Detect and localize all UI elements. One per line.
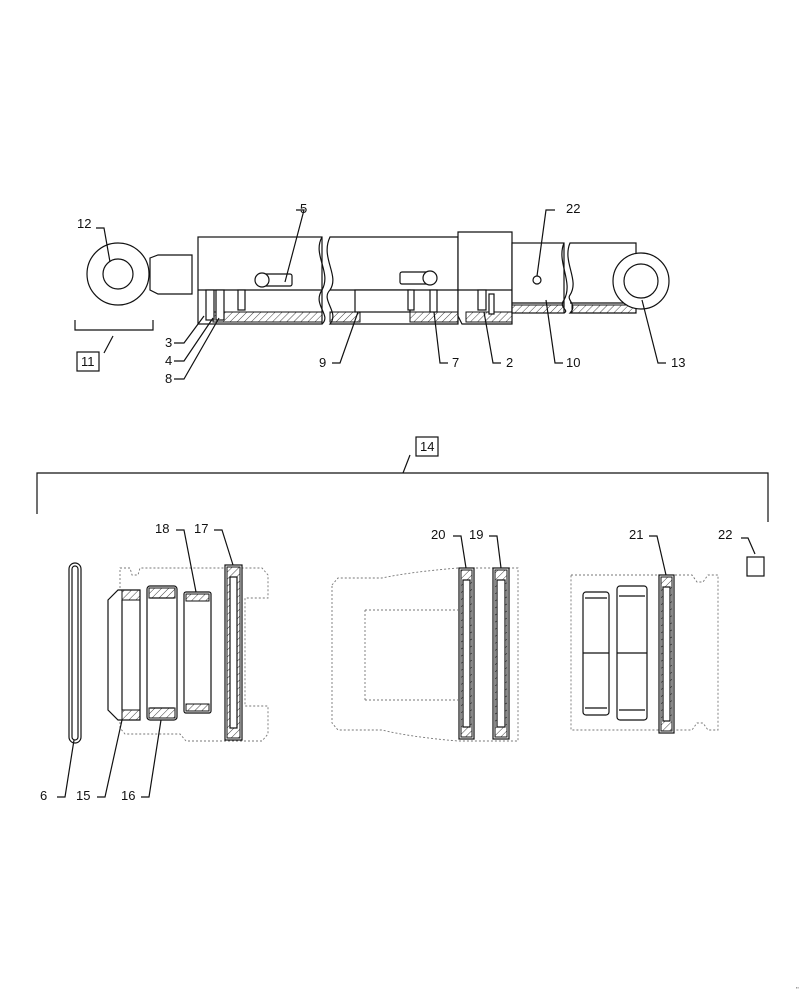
callout-19: 19 <box>469 527 483 542</box>
callout-12: 12 <box>77 216 91 231</box>
ring-17 <box>224 564 243 741</box>
callout-4: 4 <box>165 353 172 368</box>
callout-20: 20 <box>431 527 445 542</box>
part-22-box <box>746 556 765 577</box>
callout-box-11 <box>76 351 100 372</box>
kit-bracket-14: 14 <box>36 436 769 522</box>
ring-19 <box>492 567 510 740</box>
ring-18 <box>183 591 212 714</box>
break-line-2 <box>561 242 568 314</box>
callout-9: 9 <box>319 355 326 370</box>
gland-head <box>457 231 513 325</box>
callout-15: 15 <box>76 788 90 803</box>
callout-2: 2 <box>506 355 513 370</box>
callout-10: 10 <box>566 355 580 370</box>
leaders-bottom <box>57 529 756 798</box>
barrel-left <box>197 236 323 325</box>
callout-7: 7 <box>452 355 459 370</box>
barrel-middle <box>326 236 459 325</box>
callout-5: 5 <box>300 201 307 216</box>
callout-22-top: 22 <box>566 201 580 216</box>
rod-10 <box>511 242 565 314</box>
cylinder-assembly <box>86 231 670 325</box>
callout-16: 16 <box>121 788 135 803</box>
piston-ghost-left <box>119 567 269 742</box>
piston-rings-right <box>582 585 648 721</box>
leaders-top <box>74 209 666 380</box>
gland-ghost-middle <box>331 567 519 742</box>
break-line-1 <box>318 236 326 325</box>
rod-eye-12 <box>86 242 193 306</box>
corner-mark: '' <box>796 987 799 994</box>
callouts-top: 12 5 22 3 4 8 9 7 2 10 13 11 <box>76 201 685 386</box>
callout-17: 17 <box>194 521 208 536</box>
callout-11: 11 <box>81 354 95 369</box>
o-ring-6 <box>68 562 82 744</box>
seal-15 <box>107 589 141 721</box>
callout-18: 18 <box>155 521 169 536</box>
callout-3: 3 <box>165 335 172 350</box>
piston-ghost-right <box>570 574 719 731</box>
ring-20 <box>458 567 475 740</box>
seal-16 <box>146 585 178 721</box>
base-eye-13 <box>612 252 670 310</box>
callout-22-bottom: 22 <box>718 527 732 542</box>
ring-21 <box>658 574 675 734</box>
callouts-bottom: 18 17 20 19 21 22 6 15 16 <box>40 521 732 803</box>
callout-6: 6 <box>40 788 47 803</box>
callout-8: 8 <box>165 371 172 386</box>
callout-13: 13 <box>671 355 685 370</box>
callout-21: 21 <box>629 527 643 542</box>
callout-14: 14 <box>420 439 434 454</box>
